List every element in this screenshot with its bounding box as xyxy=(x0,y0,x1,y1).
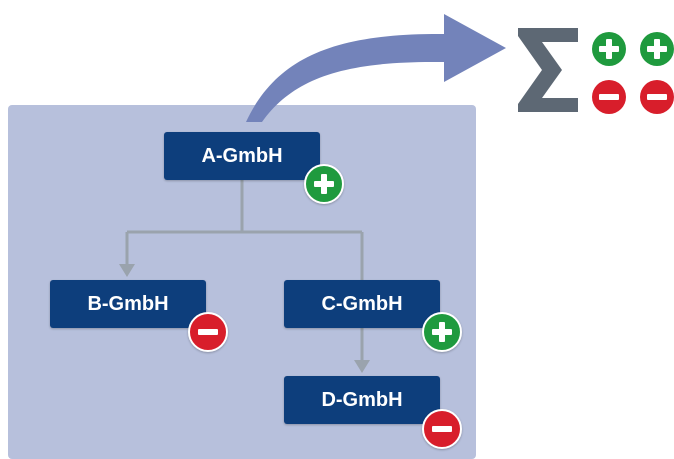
node-b-gmbh: B-GmbH xyxy=(50,280,206,328)
node-a-label: A-GmbH xyxy=(201,145,283,167)
plus-icon xyxy=(422,312,462,352)
minus-icon xyxy=(188,312,228,352)
node-a-gmbh: A-GmbH xyxy=(164,132,320,180)
node-c-gmbh: C-GmbH xyxy=(284,280,440,328)
plus-icon xyxy=(304,164,344,204)
plus-icon xyxy=(592,32,626,66)
minus-icon xyxy=(422,409,462,449)
minus-icon xyxy=(640,80,674,114)
minus-icon xyxy=(592,80,626,114)
plus-icon xyxy=(640,32,674,66)
sigma-icon xyxy=(518,28,578,112)
node-b-label: B-GmbH xyxy=(87,293,169,315)
node-c-label: C-GmbH xyxy=(321,293,403,315)
node-d-gmbh: D-GmbH xyxy=(284,376,440,424)
node-d-label: D-GmbH xyxy=(321,389,403,411)
